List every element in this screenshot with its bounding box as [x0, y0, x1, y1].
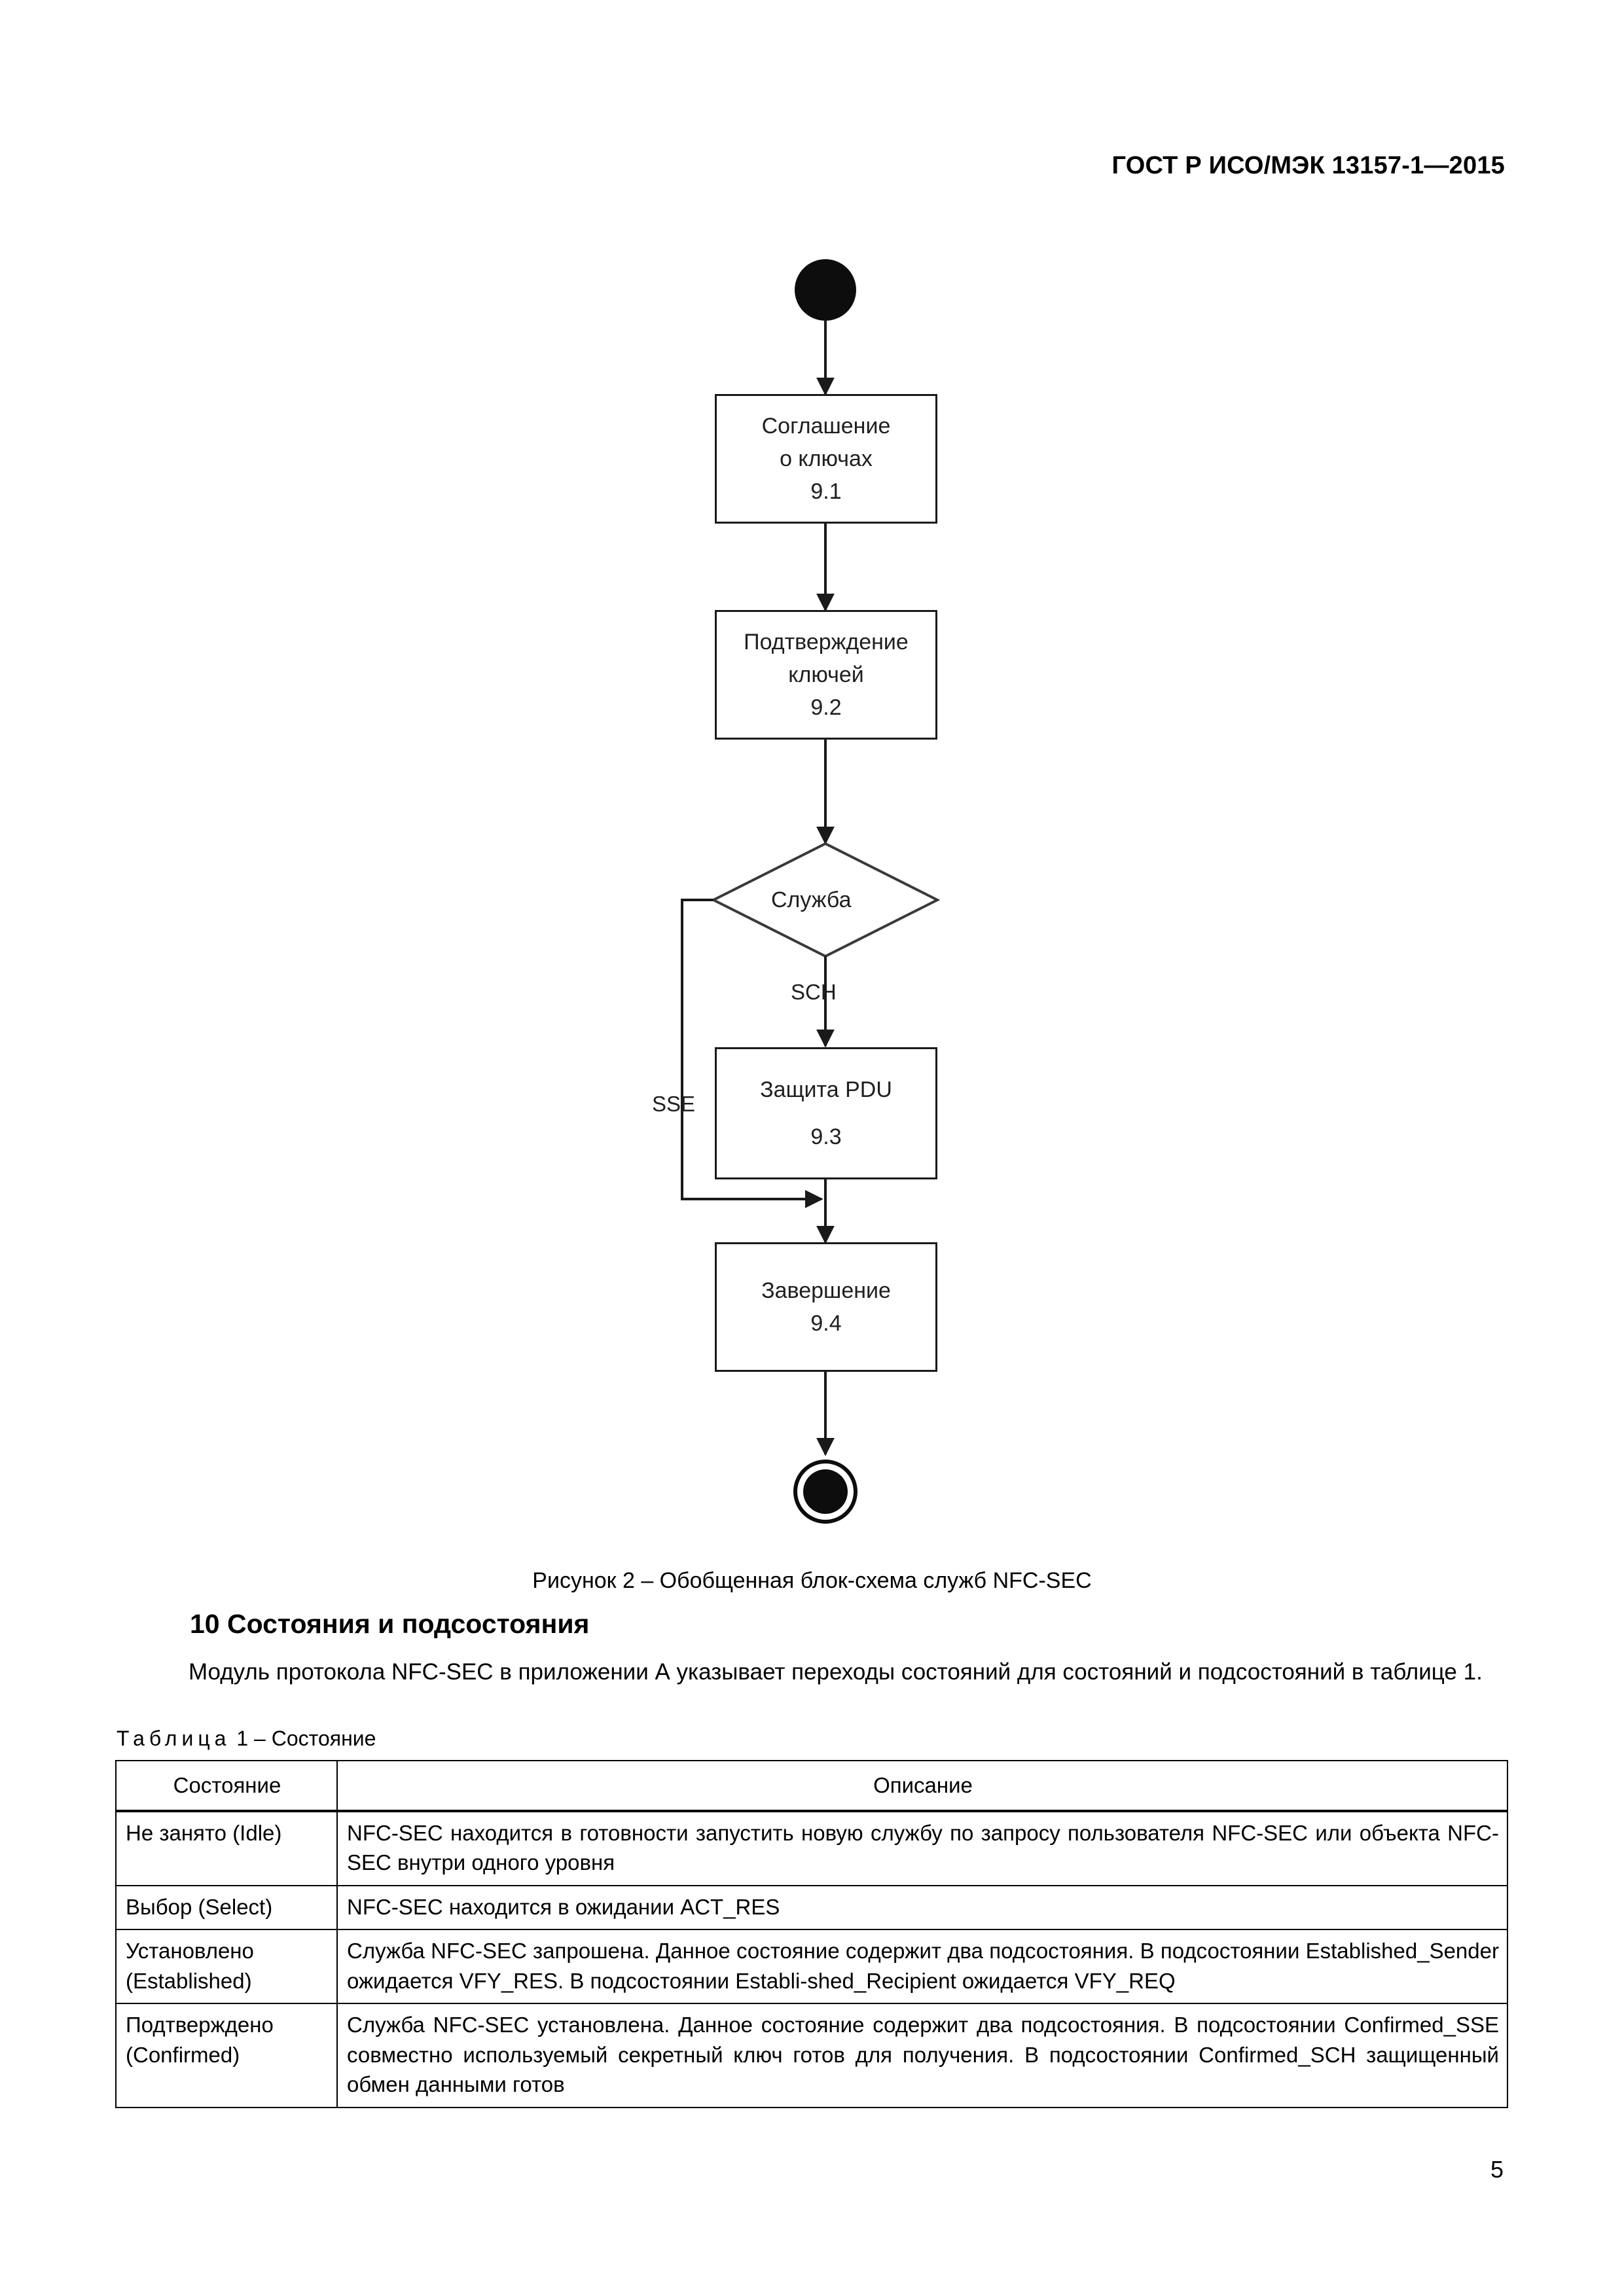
flow-node-line2: о ключах [780, 446, 873, 471]
states-table: Состояние Описание Не занято (Idle) NFC-… [115, 1760, 1508, 2108]
table-caption-word: Таблица [117, 1727, 231, 1750]
flow-node-pdu-protection[interactable]: Защита PDU 9.3 [715, 1047, 937, 1179]
column-header-description: Описание [336, 1760, 1508, 1812]
start-node-circle [795, 259, 856, 321]
flow-node-number: 9.3 [810, 1124, 842, 1149]
nfc-sec-services-flowchart: Соглашение о ключах 9.1 Подтверждение кл… [652, 259, 941, 1524]
section-paragraph: Модуль протокола NFC-SEC в приложении А … [189, 1659, 1483, 1685]
cell-description: NFC-SEC находится в готовности запустить… [336, 1810, 1508, 1886]
cell-state: Не занято (Idle) [115, 1810, 338, 1886]
cell-description: Служба NFC-SEC запрошена. Данное состоян… [336, 1929, 1508, 2005]
flowchart-connectors [681, 259, 941, 1524]
column-header-state: Состояние [115, 1760, 338, 1812]
cell-description: Служба NFC-SEC установлена. Данное состо… [336, 2003, 1508, 2108]
end-node-core [803, 1469, 848, 1514]
flow-node-number: 9.1 [810, 479, 842, 505]
table-caption-rest: 1 – Состояние [236, 1727, 376, 1750]
figure-caption: Рисунок 2 – Обобщенная блок-схема служб … [532, 1568, 1092, 1593]
decision-diamond-label: Служба [771, 888, 852, 912]
cell-description: NFC-SEC находится в ожидании ACT_RES [336, 1884, 1508, 1931]
flow-node-line2: ключей [788, 662, 864, 687]
standard-reference-header: ГОСТ Р ИСО/МЭК 13157-1—2015 [1111, 152, 1505, 179]
flow-node-key-agreement[interactable]: Соглашение о ключах 9.1 [715, 394, 937, 524]
edge-label-sch: SCH [791, 980, 837, 1004]
flow-node-line1: Соглашение [761, 413, 891, 439]
cell-state: Выбор (Select) [115, 1884, 338, 1931]
section-heading-10: 10 Состояния и подсостояния [190, 1609, 590, 1639]
flow-node-number: 9.2 [810, 695, 842, 721]
flow-node-line1: Завершение [761, 1278, 891, 1303]
table-row: Подтверждено (Confirmed) Служба NFC-SEC … [115, 2003, 1508, 2108]
cell-state: Подтверждено (Confirmed) [115, 2003, 338, 2108]
cell-state: Установлено (Established) [115, 1929, 338, 2005]
table-row: Установлено (Established) Служба NFC-SEC… [115, 1929, 1508, 2005]
page-number: 5 [1490, 2156, 1504, 2183]
table-row: Выбор (Select) NFC-SEC находится в ожида… [115, 1884, 1508, 1931]
flow-node-termination[interactable]: Завершение 9.4 [715, 1242, 937, 1372]
table-header-row: Состояние Описание [115, 1760, 1508, 1812]
flow-node-line1: Подтверждение [744, 629, 909, 655]
flow-node-key-confirmation[interactable]: Подтверждение ключей 9.2 [715, 610, 937, 740]
table-caption: Таблица 1 – Состояние [117, 1727, 376, 1751]
flow-node-number: 9.4 [810, 1311, 842, 1336]
flow-node-line1: Защита PDU [760, 1077, 892, 1102]
edge-label-sse: SSE [652, 1092, 696, 1116]
table-row: Не занято (Idle) NFC-SEC находится в гот… [115, 1810, 1508, 1886]
